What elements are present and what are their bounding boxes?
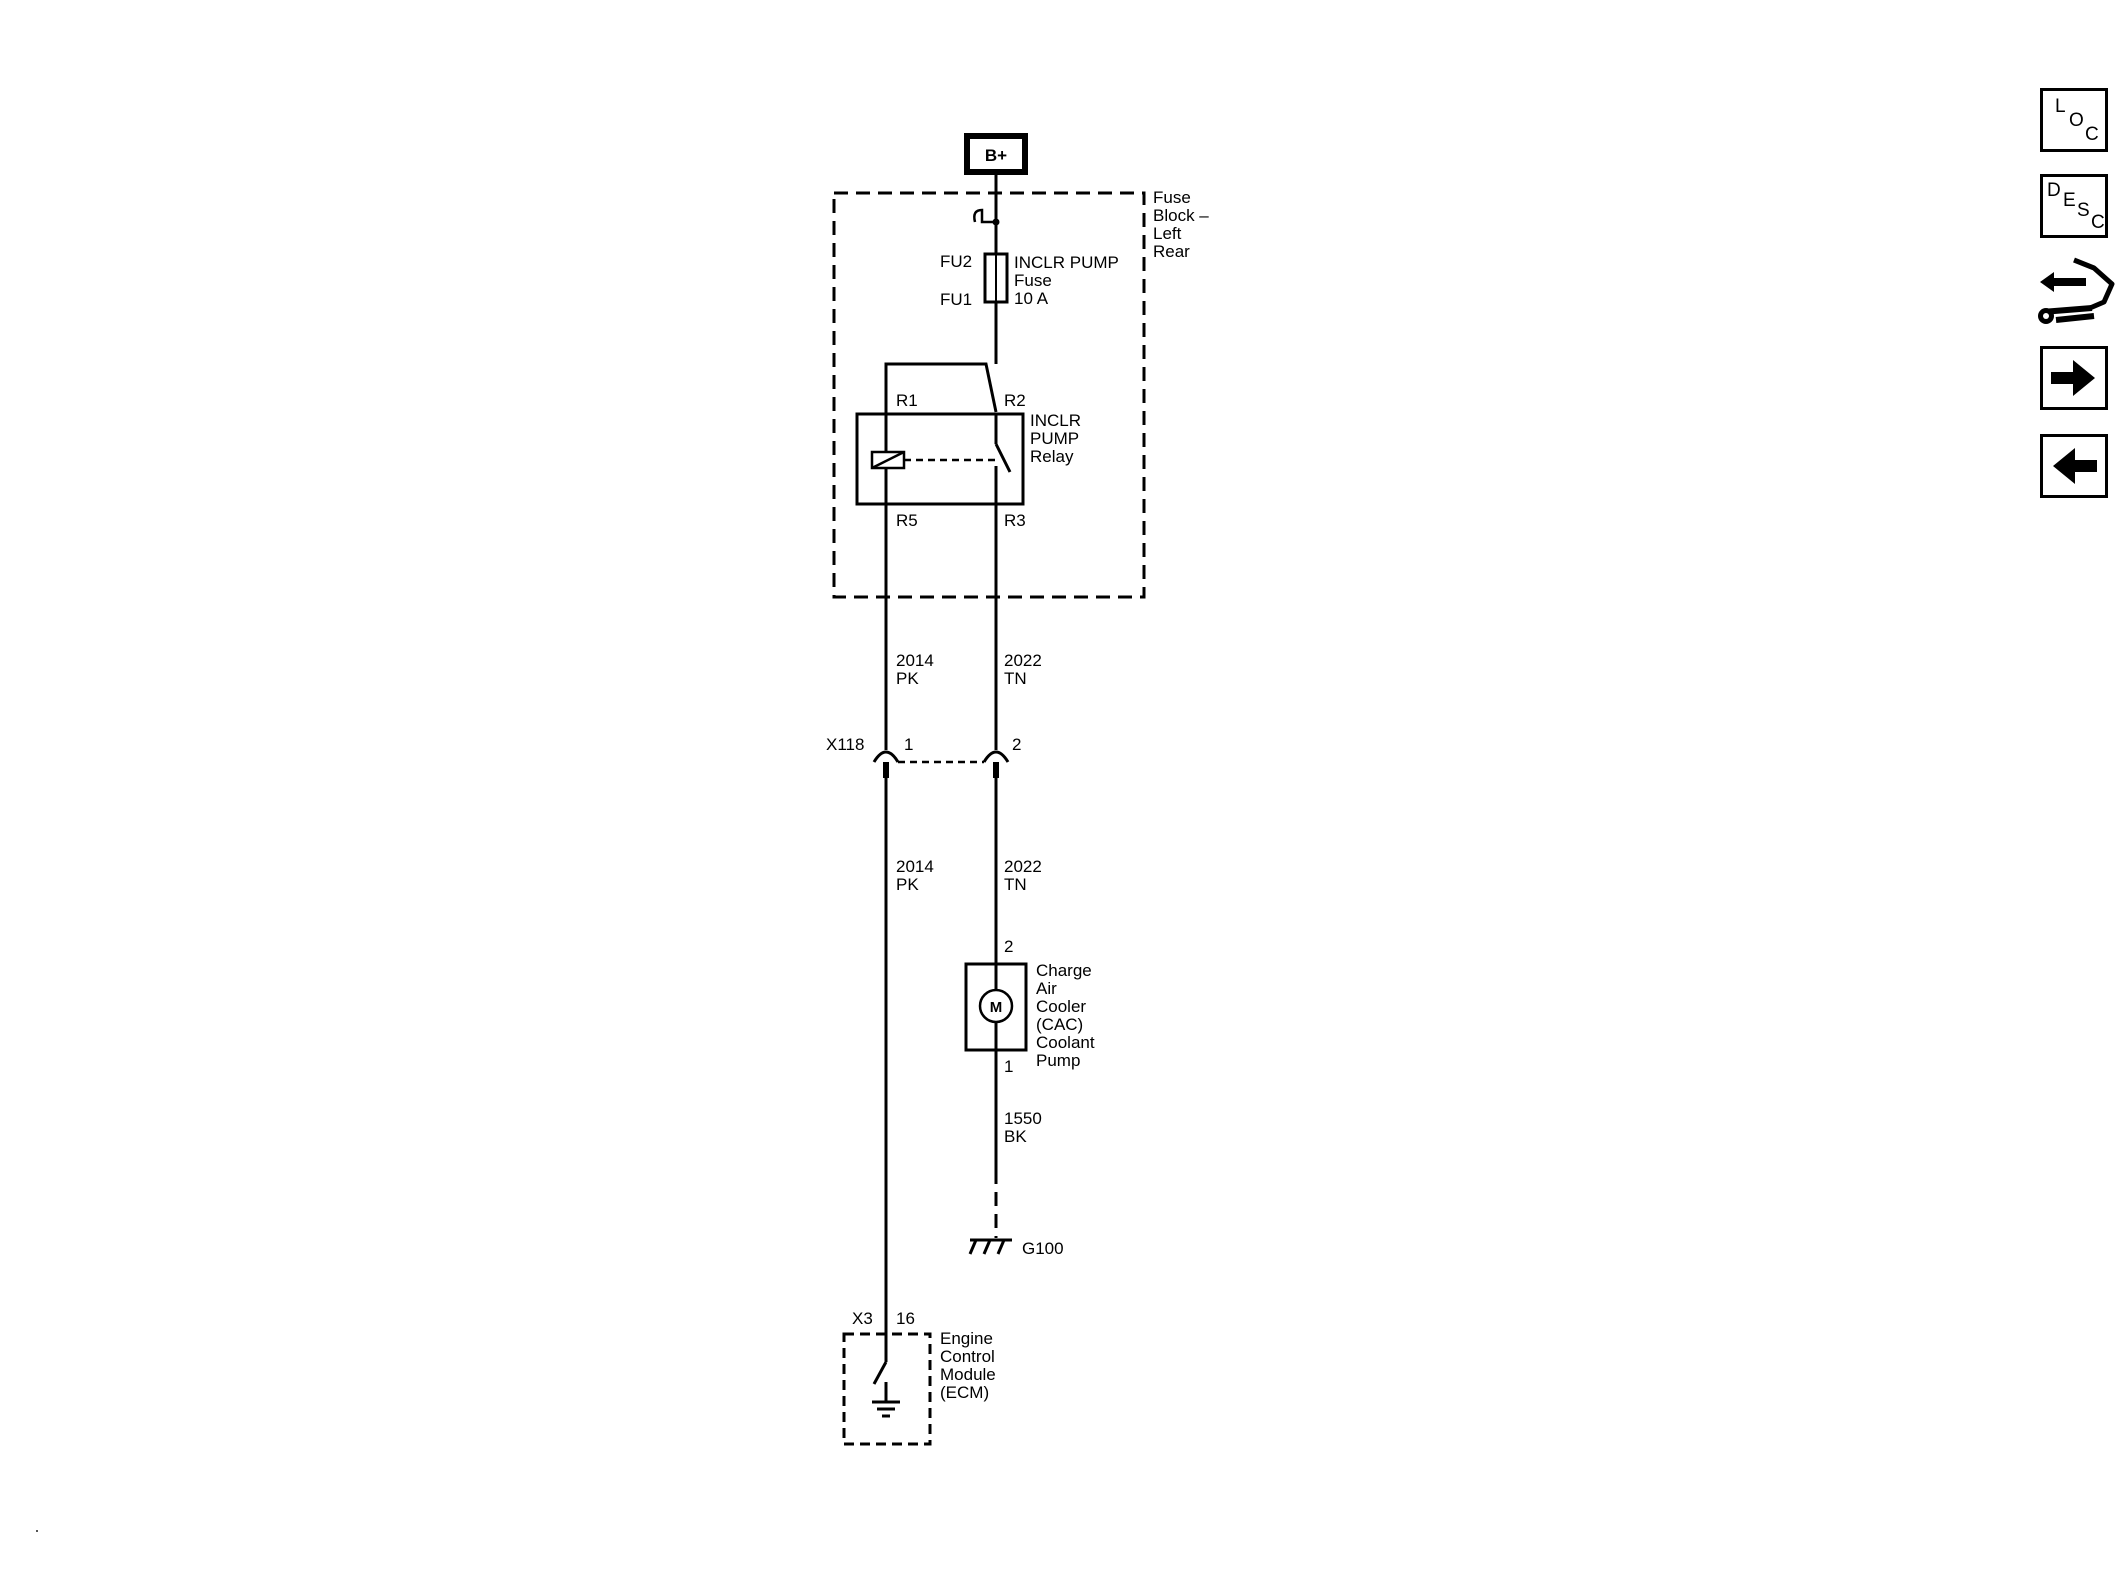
connector-x118	[872, 750, 1010, 778]
svg-text:2022: 2022	[1004, 651, 1042, 670]
wire-label-left-lower: 2014 PK	[896, 857, 934, 894]
ecm-pin-16: 16	[896, 1309, 915, 1328]
desc-letter-e: E	[2063, 190, 2076, 211]
svg-text:Coolant: Coolant	[1036, 1033, 1095, 1052]
loc-letter-l: L	[2055, 96, 2066, 117]
ecm-connector-x3: X3	[852, 1309, 873, 1328]
loc-letter-o: O	[2069, 110, 2084, 131]
battery-supply-label: B+	[985, 146, 1007, 165]
arrow-right-icon	[2051, 360, 2095, 396]
connector-x118-pin-2: 2	[1012, 735, 1021, 754]
page-artifact-dot	[36, 1530, 38, 1532]
svg-text:Module: Module	[940, 1365, 996, 1384]
svg-text:BK: BK	[1004, 1127, 1027, 1146]
svg-text:INCLR: INCLR	[1030, 411, 1081, 430]
wire-label-right-lower: 2022 TN	[1004, 857, 1042, 894]
ecm-label: Engine Control Module (ECM)	[940, 1329, 996, 1402]
connector-x118-pin-1: 1	[904, 735, 913, 754]
pump-pin-1: 1	[1004, 1057, 1013, 1076]
fuse-terminal-fu1: FU1	[940, 290, 972, 309]
inclr-pump-fuse	[983, 252, 1009, 304]
svg-text:2014: 2014	[896, 651, 934, 670]
ecm-switch	[872, 1340, 900, 1418]
battery-supply: B+	[964, 133, 1028, 175]
svg-text:Charge: Charge	[1036, 961, 1092, 980]
svg-text:Rear: Rear	[1153, 242, 1190, 261]
desc-letter-s: S	[2077, 200, 2090, 221]
svg-text:PUMP: PUMP	[1030, 429, 1079, 448]
svg-text:2022: 2022	[1004, 857, 1042, 876]
busbar-tap	[973, 208, 996, 224]
svg-text:INCLR PUMP: INCLR PUMP	[1014, 253, 1119, 272]
svg-text:10 A: 10 A	[1014, 289, 1049, 308]
svg-text:Engine: Engine	[940, 1329, 993, 1348]
svg-text:Control: Control	[940, 1347, 995, 1366]
svg-text:Block –: Block –	[1153, 206, 1209, 225]
svg-text:Fuse: Fuse	[1153, 188, 1191, 207]
description-button[interactable]: D E S C	[2040, 174, 2108, 238]
pump-label: Charge Air Cooler (CAC) Coolant Pump	[1036, 961, 1095, 1070]
svg-text:PK: PK	[896, 875, 919, 894]
wiring-connector-tool-icon	[2038, 257, 2115, 324]
chassis-ground-symbol	[968, 1238, 1012, 1255]
connector-x118-label: X118	[826, 735, 864, 754]
arrow-left-icon	[2053, 448, 2097, 484]
fuse-block-label: Fuse Block – Left Rear	[1153, 188, 1209, 261]
wire-label-left-upper: 2014 PK	[896, 651, 934, 688]
svg-text:(ECM): (ECM)	[940, 1383, 989, 1402]
inclr-pump-relay	[855, 412, 1025, 506]
relay-pin-r2: R2	[1004, 391, 1026, 410]
cac-coolant-pump: M	[964, 962, 1028, 1052]
svg-text:Relay: Relay	[1030, 447, 1074, 466]
fuse-block-outline	[832, 191, 1146, 599]
svg-text:PK: PK	[896, 669, 919, 688]
wire-label-ground: 1550 BK	[1004, 1109, 1042, 1146]
relay-label: INCLR PUMP Relay	[1030, 411, 1081, 466]
svg-text:1550: 1550	[1004, 1109, 1042, 1128]
motor-symbol: M	[990, 999, 1003, 1016]
next-button[interactable]	[2040, 346, 2108, 410]
svg-text:2014: 2014	[896, 857, 934, 876]
ground-label-g100: G100	[1022, 1239, 1064, 1258]
fuse-terminal-fu2: FU2	[940, 252, 972, 271]
relay-pin-r3: R3	[1004, 511, 1026, 530]
relay-pin-r5: R5	[896, 511, 918, 530]
desc-letter-c: C	[2091, 212, 2105, 233]
svg-text:Left: Left	[1153, 224, 1182, 243]
svg-text:Air: Air	[1036, 979, 1057, 998]
loc-letter-c: C	[2085, 124, 2099, 145]
ecm-outline	[842, 1332, 932, 1446]
relay-pin-r1: R1	[896, 391, 918, 410]
svg-text:TN: TN	[1004, 875, 1027, 894]
svg-text:Pump: Pump	[1036, 1051, 1080, 1070]
location-button[interactable]: L O C	[2040, 88, 2108, 152]
fuse-label: INCLR PUMP Fuse 10 A	[1014, 253, 1119, 308]
svg-text:TN: TN	[1004, 669, 1027, 688]
desc-letter-d: D	[2047, 180, 2061, 201]
svg-text:Fuse: Fuse	[1014, 271, 1052, 290]
pump-pin-2: 2	[1004, 937, 1013, 956]
back-button[interactable]	[2040, 434, 2108, 498]
wiring-connector-tool-button[interactable]	[2034, 250, 2118, 338]
svg-text:Cooler: Cooler	[1036, 997, 1086, 1016]
wire-label-right-upper: 2022 TN	[1004, 651, 1042, 688]
svg-text:(CAC): (CAC)	[1036, 1015, 1083, 1034]
